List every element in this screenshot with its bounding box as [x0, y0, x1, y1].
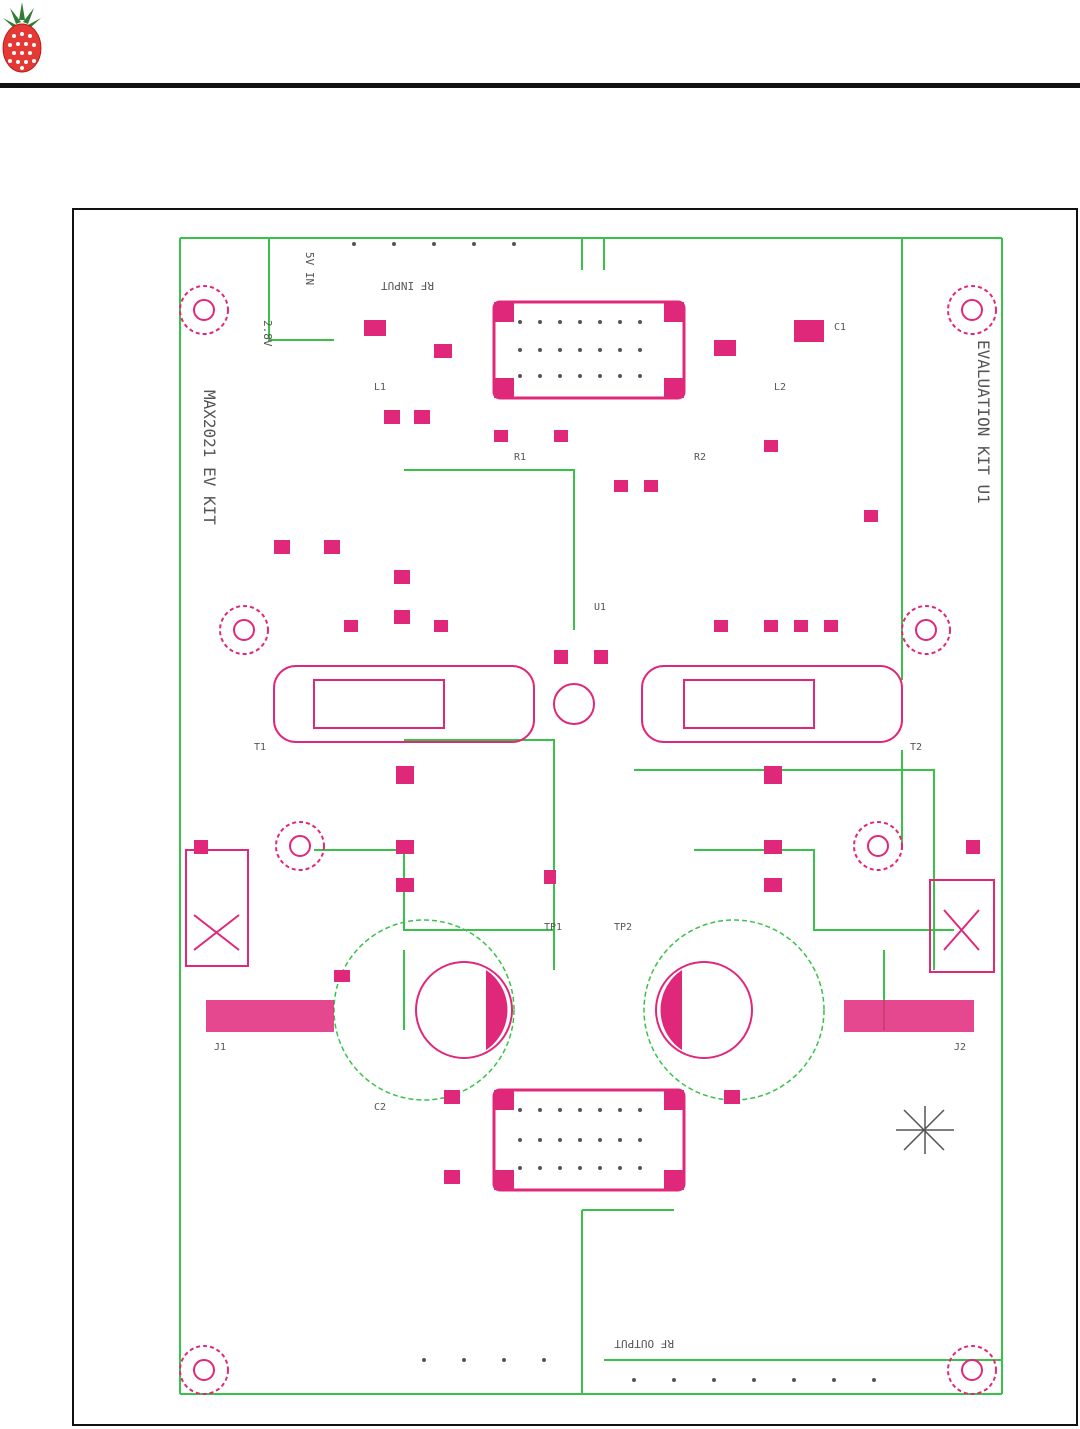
label-l2: L2	[774, 382, 786, 393]
label-j2: J2	[954, 1042, 966, 1053]
label-t2: T2	[910, 742, 922, 753]
rf-output-connector	[494, 1090, 684, 1190]
mounting-hole	[948, 286, 996, 334]
mounting-hole	[948, 1346, 996, 1394]
pcb-layout: RF INPUT RF OUTPUT 5V IN 2.8V MAX2021 EV…	[74, 210, 1076, 1424]
mounting-hole	[180, 1346, 228, 1394]
figure-frame: RF INPUT RF OUTPUT 5V IN 2.8V MAX2021 EV…	[72, 208, 1078, 1426]
label-c2: C2	[374, 1102, 386, 1113]
board-logo-mark	[896, 1106, 954, 1154]
mounting-hole	[554, 684, 594, 724]
logo-fruit	[3, 24, 41, 72]
label-tp1: TP1	[544, 922, 562, 933]
mounting-holes	[180, 286, 996, 1394]
label-rf-input: RF INPUT	[381, 279, 434, 292]
mounting-hole	[276, 822, 324, 870]
label-title-left: MAX2021 EV KIT	[200, 390, 219, 525]
electrolytic-cap-right	[644, 920, 824, 1100]
label-u1: U1	[594, 602, 606, 613]
label-rf-output: RF OUTPUT	[614, 1337, 674, 1350]
power-jack-left	[186, 850, 334, 1032]
label-title-right: EVALUATION KIT U1	[974, 340, 993, 504]
label-r1: R1	[514, 452, 526, 463]
silkscreen-labels: RF INPUT RF OUTPUT 5V IN 2.8V MAX2021 EV…	[200, 252, 993, 1350]
electrolytic-cap-left	[334, 920, 514, 1100]
rf-input-connector	[494, 302, 684, 398]
transformer-t1	[274, 666, 534, 742]
label-l1: L1	[374, 382, 386, 393]
label-vcc-in: 5V IN	[303, 252, 316, 285]
board-outline	[180, 238, 1002, 1394]
header-rule	[0, 83, 1080, 88]
transformer-t2	[642, 666, 902, 742]
label-tp2: TP2	[614, 922, 632, 933]
mounting-hole	[180, 286, 228, 334]
power-jack-right	[844, 880, 994, 1032]
label-vccb-in: 2.8V	[261, 320, 274, 347]
mounting-hole	[902, 606, 950, 654]
smd-pads	[194, 320, 980, 1184]
label-j1: J1	[214, 1042, 226, 1053]
label-r2: R2	[694, 452, 706, 463]
mounting-hole	[854, 822, 902, 870]
label-c1: C1	[834, 322, 846, 333]
label-t1: T1	[254, 742, 266, 753]
pineapple-logo-icon	[0, 0, 44, 76]
mounting-hole	[220, 606, 268, 654]
